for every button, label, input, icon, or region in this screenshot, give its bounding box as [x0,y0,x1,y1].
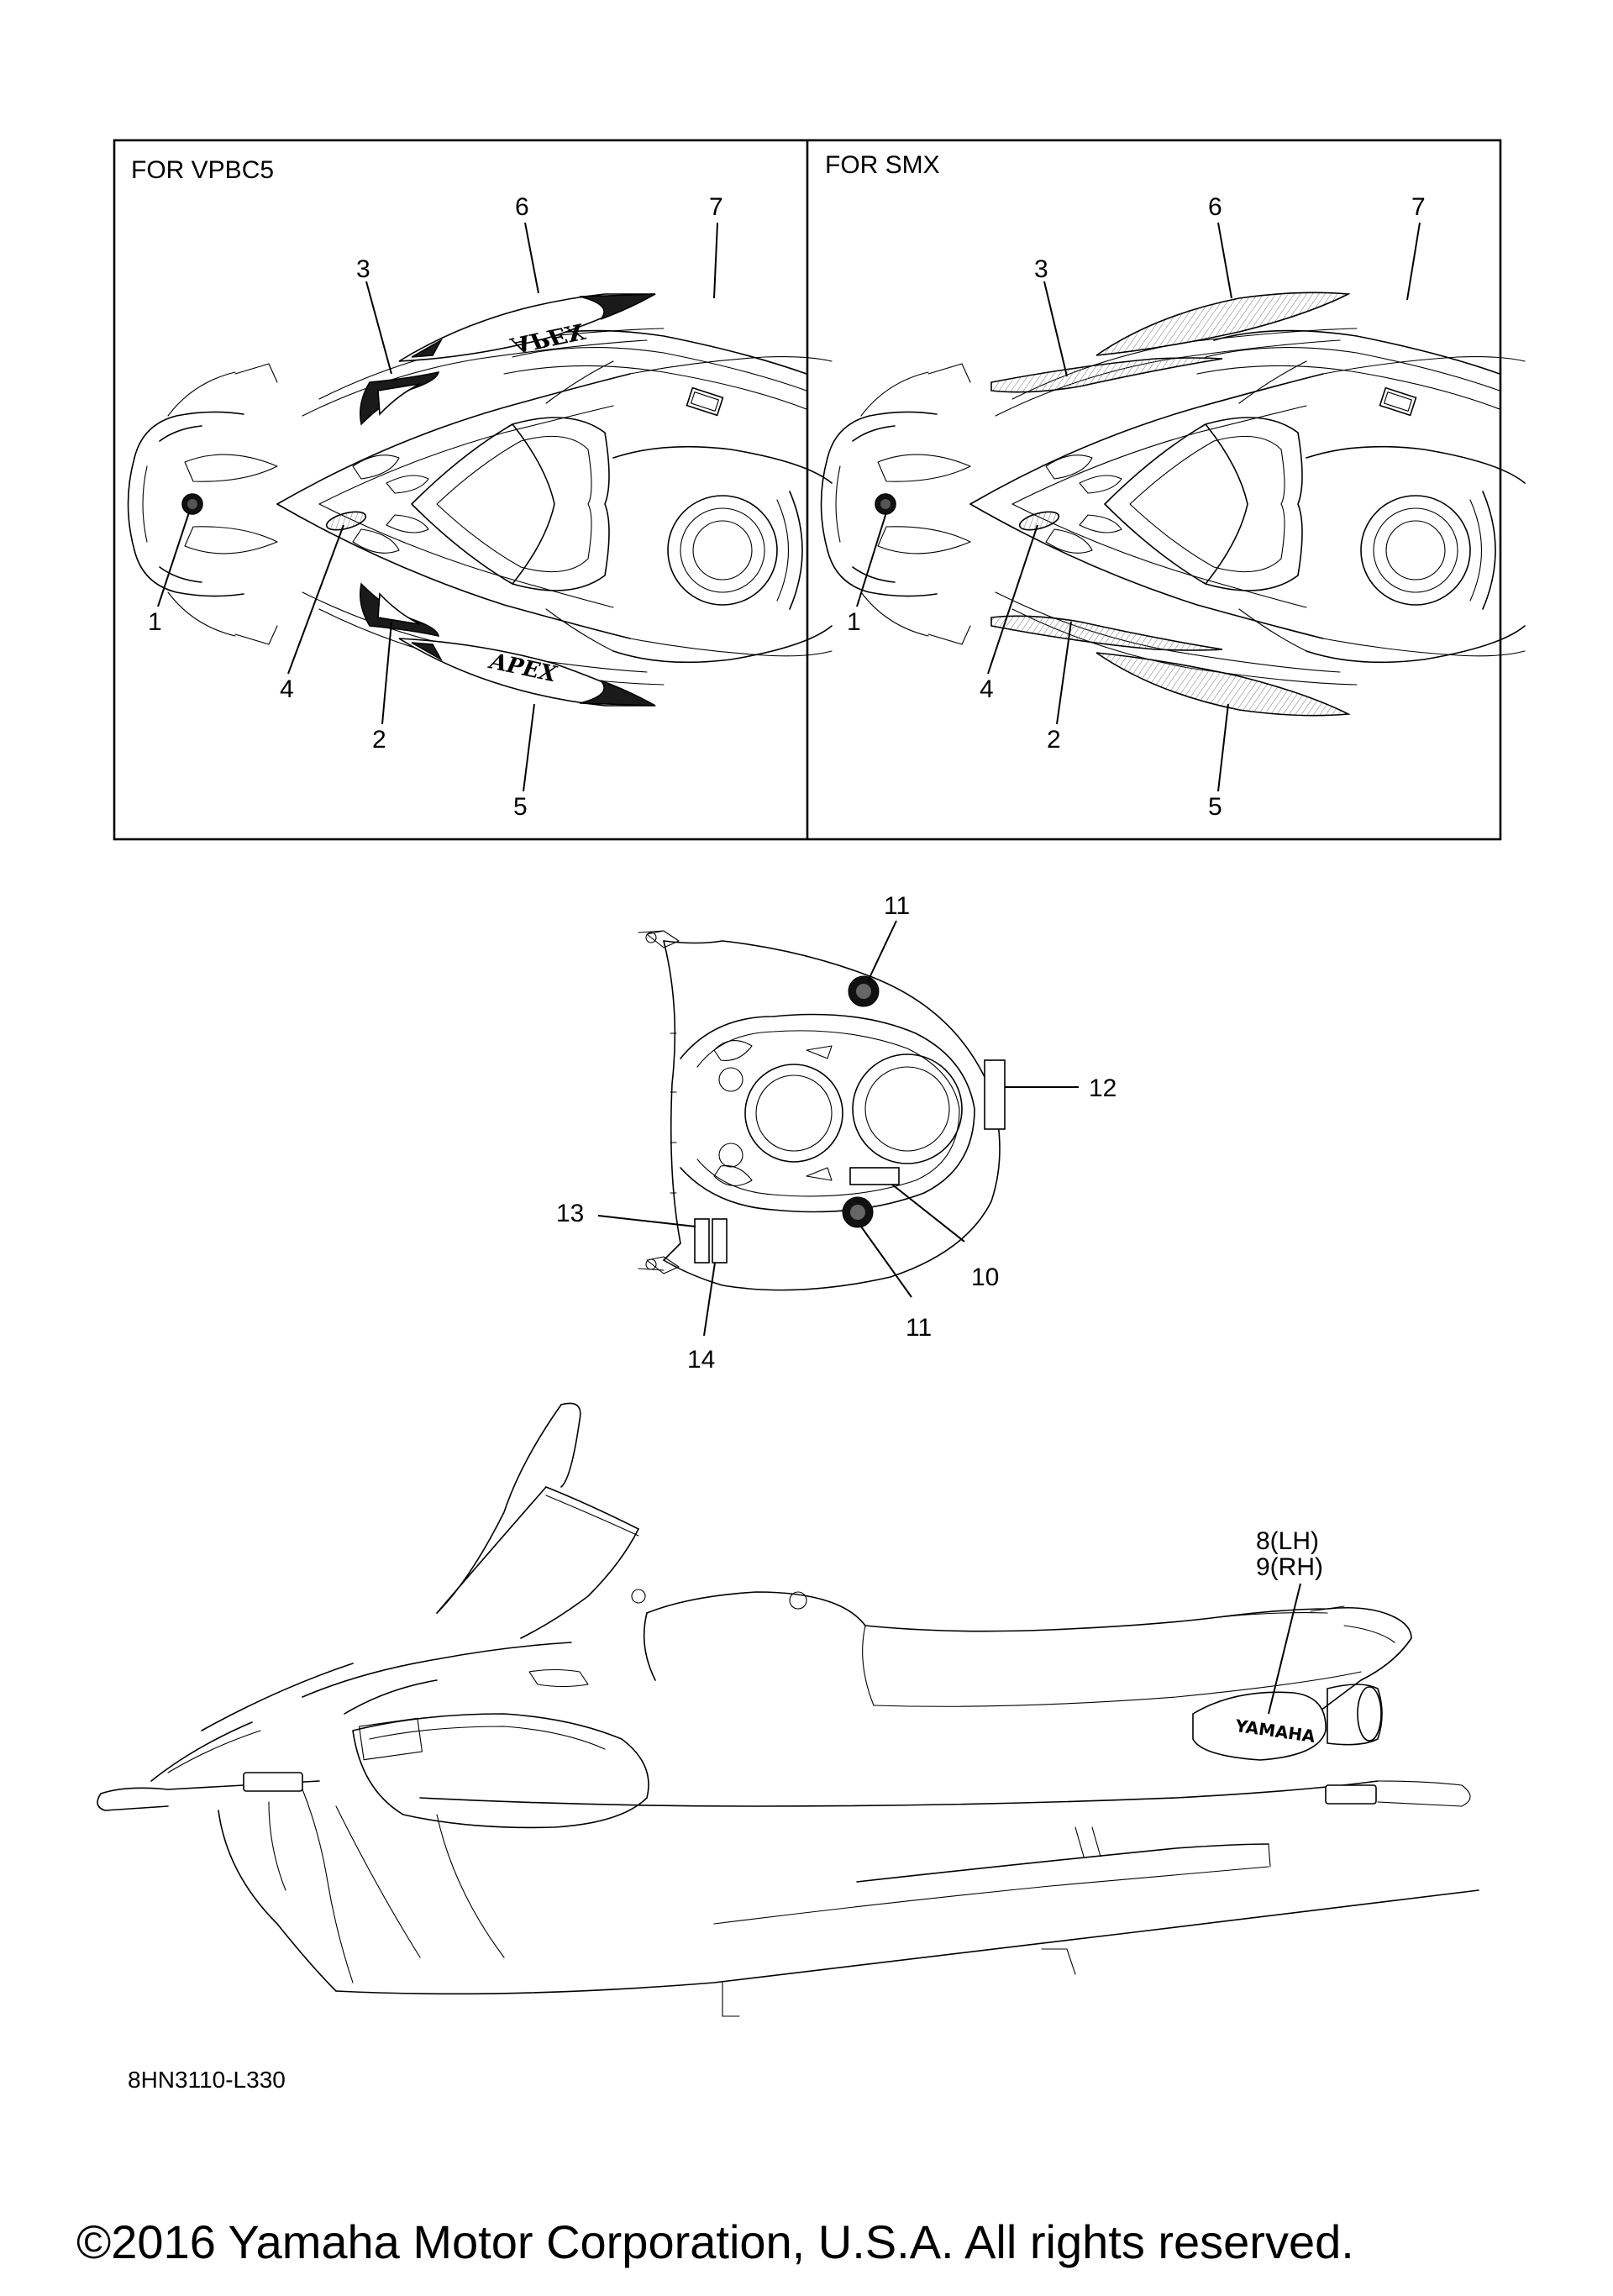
callout-3-smx: 3 [1034,255,1048,283]
callout-10: 10 [971,1264,999,1291]
side-view: YAMAHA [97,1402,1479,2017]
decal-8-9 [1192,1691,1327,1761]
drawing-code: 8HN3110-L330 [128,2067,286,2093]
panel-smx [820,292,1526,717]
callout-11-lower: 11 [906,1314,932,1342]
callouts-side-view: 8(LH) 9(RH) [1256,1527,1323,1715]
callout-11-upper: 11 [884,892,910,920]
callouts-smx: 6 7 3 1 4 2 5 [847,193,1426,821]
decal-6-smx [1095,292,1351,356]
callout-5-vpbc5: 5 [513,793,528,821]
callout-1-smx: 1 [847,608,861,636]
rear-top-view [638,930,1006,1291]
callout-14: 14 [687,1346,715,1374]
callout-2-smx: 2 [1047,726,1061,754]
callout-8-lh: 8(LH) [1256,1527,1319,1555]
callout-4-vpbc5: 4 [280,675,294,703]
decal-5-smx [1095,652,1351,717]
callout-5-smx: 5 [1208,793,1222,821]
decal-3-smx [990,357,1223,393]
callout-4-smx: 4 [980,675,994,703]
callout-7-smx: 7 [1411,193,1426,221]
callouts-vpbc5: 6 7 3 1 4 2 5 [148,193,723,821]
callout-6-smx: 6 [1208,193,1222,221]
decal-3-vpbc5 [360,371,439,426]
decal-10 [849,1167,900,1185]
callouts-top-view: 11 12 10 11 13 14 [556,892,1116,1374]
decal-2-smx [990,615,1223,651]
callout-7-vpbc5: 7 [709,193,723,221]
callout-1-vpbc5: 1 [148,608,162,636]
callout-13: 13 [556,1200,584,1227]
panel-title-vpbc5: FOR VPBC5 [131,156,274,184]
callout-6-vpbc5: 6 [515,193,529,221]
decal-12 [984,1059,1006,1130]
callout-2-vpbc5: 2 [372,726,386,754]
decal-13 [694,1218,710,1264]
panel-vpbc5: APEX APEX [127,293,833,707]
copyright: ©2016 Yamaha Motor Corporation, U.S.A. A… [76,2215,1354,2268]
decal-2-vpbc5 [360,582,439,637]
panel-title-smx: FOR SMX [825,151,940,179]
callout-9-rh: 9(RH) [1256,1553,1323,1581]
callout-12: 12 [1089,1074,1116,1102]
decal-14 [712,1218,728,1264]
callout-3-vpbc5: 3 [356,255,370,283]
